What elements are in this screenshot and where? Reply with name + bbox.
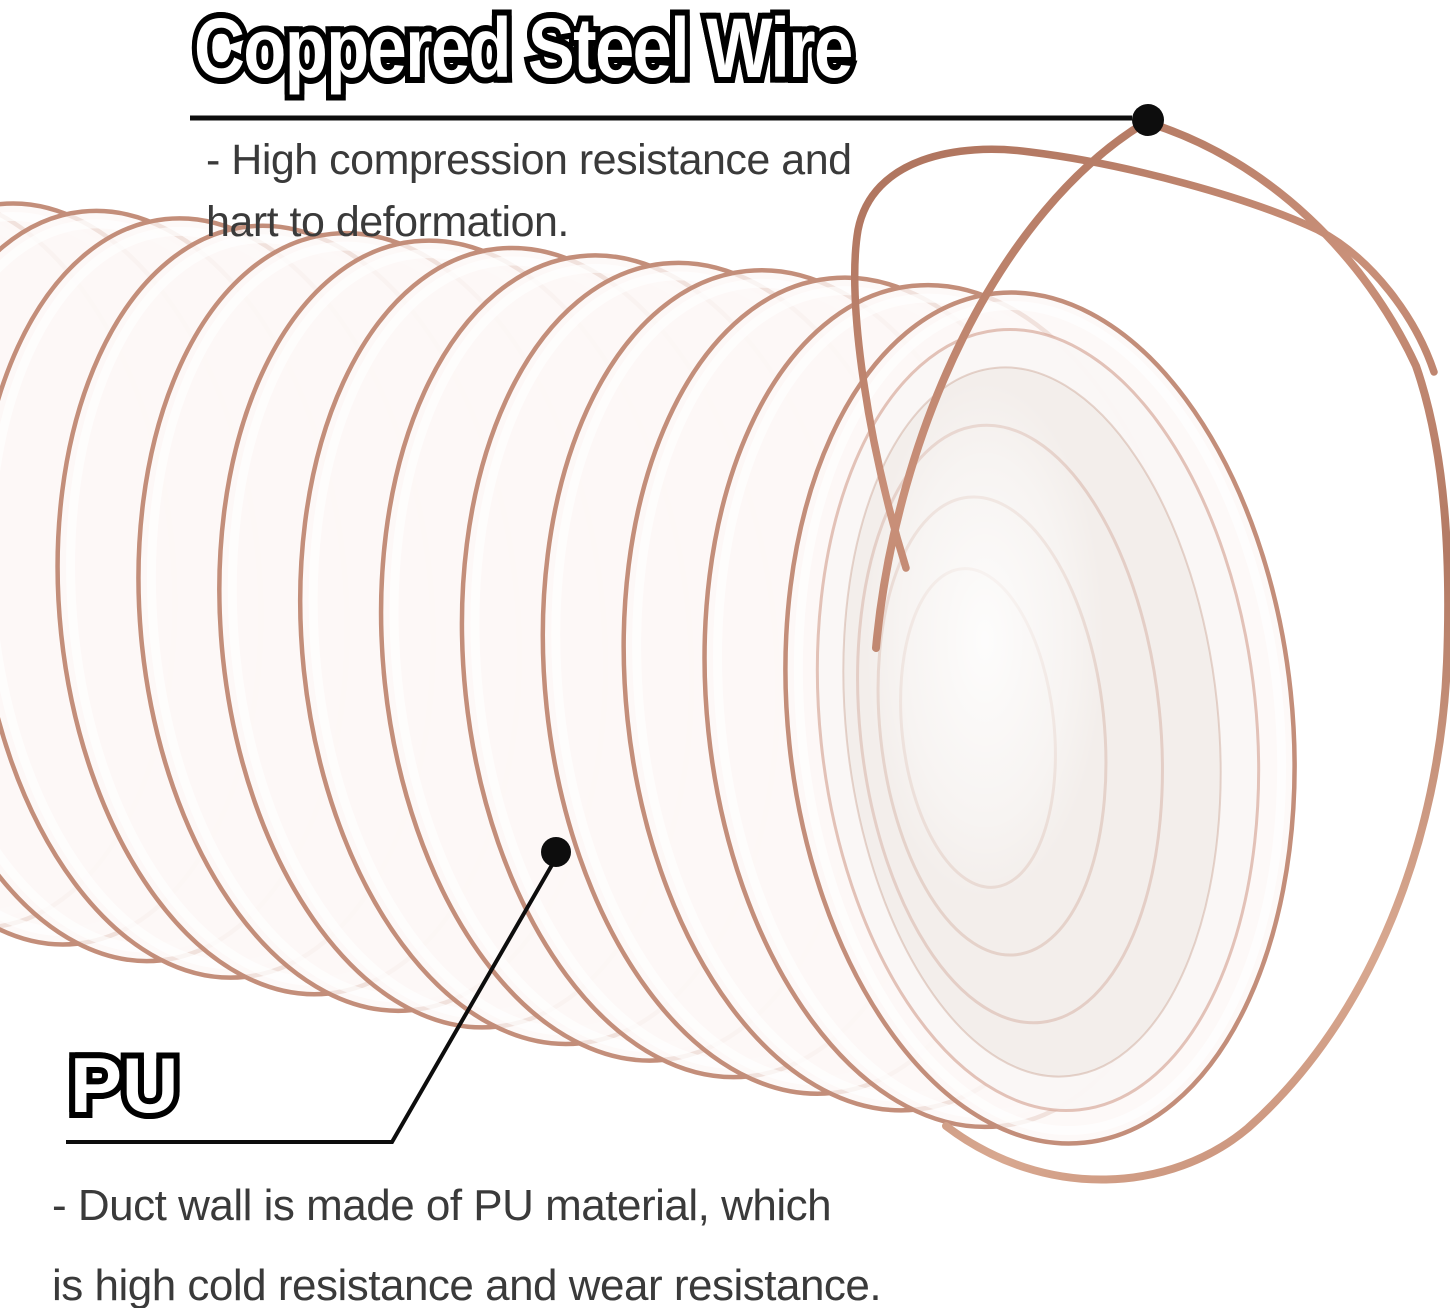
callout-annotations — [66, 104, 1164, 1144]
pu-callout-dot-icon — [541, 837, 571, 867]
wire-callout-title-outline: Coppered Steel Wire — [189, 0, 858, 96]
pu-callout-title-fill: PU — [70, 1041, 179, 1129]
pu-callout-description: - Duct wall is made of PU material, whic… — [52, 1166, 882, 1308]
pu-callout-title-outline: PU — [64, 1040, 184, 1130]
wire-callout-description-line1: - High compression resistance and — [206, 136, 852, 184]
pu-callout-title: PU PU — [64, 1040, 184, 1130]
hose-coil-highlight — [793, 301, 1287, 1135]
wire-callout-title-fill: Coppered Steel Wire — [194, 1, 853, 95]
copper-wire-loops — [851, 117, 1450, 1184]
wire-callout-title: Coppered Steel Wire Coppered Steel Wire — [189, 0, 858, 96]
wire-callout-description: - High compression resistance and hart t… — [206, 129, 852, 253]
hose-inner-sheen — [865, 380, 1105, 900]
pu-callout-description-line1: - Duct wall is made of PU material, whic… — [52, 1181, 832, 1230]
copper-wire-loop-outer — [872, 117, 1450, 1184]
wire-callout-description-line2: hart to deformation. — [206, 198, 569, 246]
pu-callout-description-line2: is high cold resistance and wear resista… — [52, 1261, 882, 1308]
hose-mouth — [815, 327, 1261, 1113]
pu-callout-leader-line — [66, 856, 558, 1144]
copper-wire-loop-inner — [851, 145, 1438, 572]
wire-callout-dot-icon — [1132, 104, 1164, 136]
